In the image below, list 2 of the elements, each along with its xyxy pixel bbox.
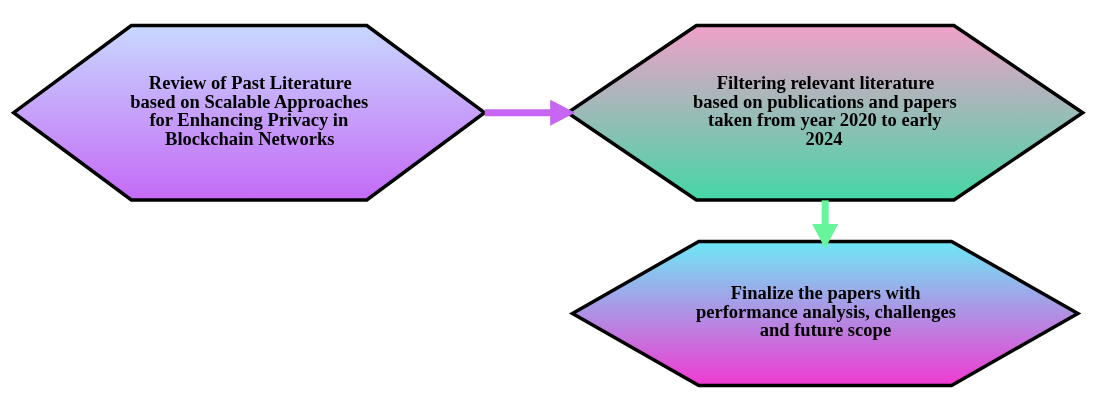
arrow <box>484 99 576 126</box>
arrow <box>812 199 839 249</box>
